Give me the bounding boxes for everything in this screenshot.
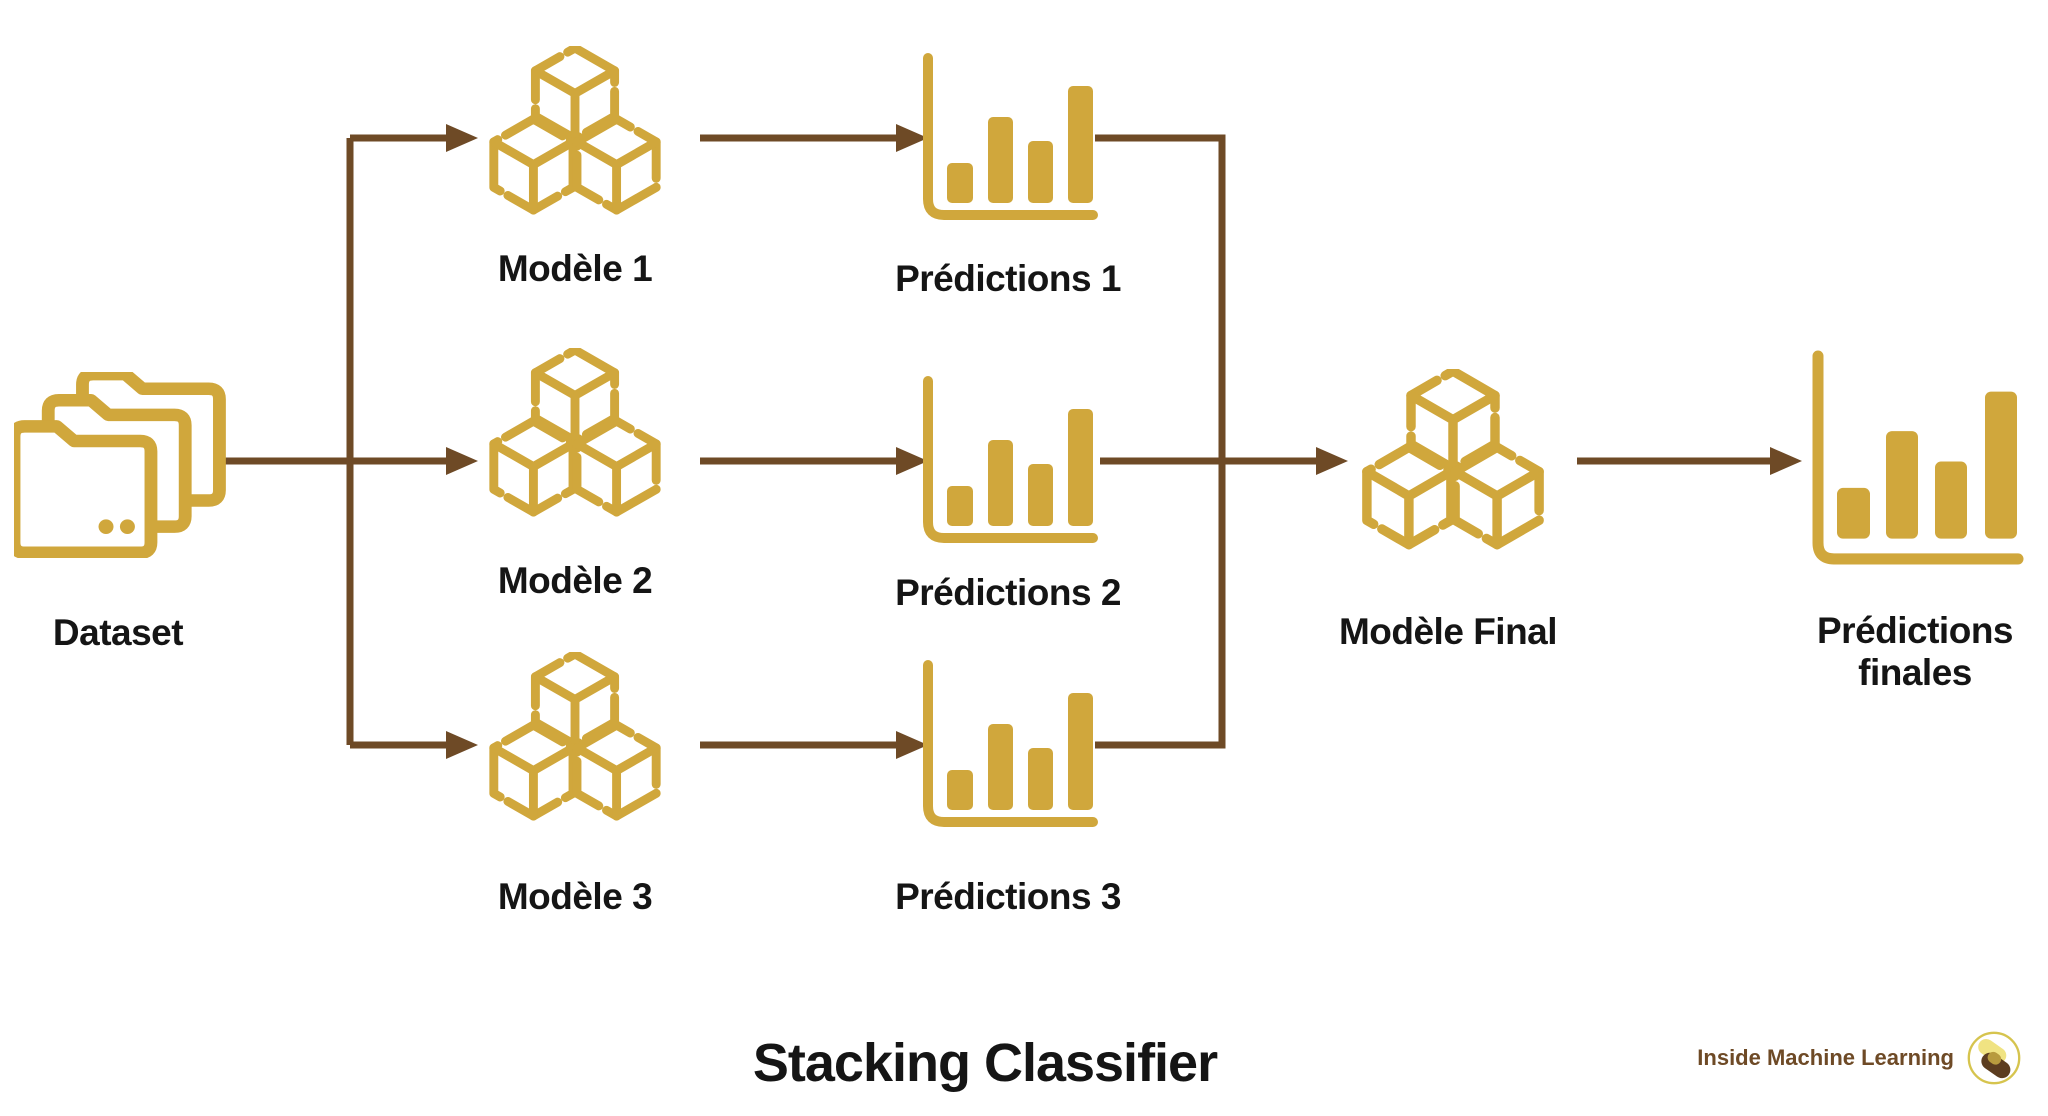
predictions2-label: Prédictions 2 [895, 572, 1121, 613]
arrowhead-pred2 [896, 447, 928, 475]
final-predictions-label: Prédictions finales [1785, 610, 2045, 694]
model1-label: Modèle 1 [497, 248, 653, 289]
final-predictions-label-line1: Prédictions [1817, 610, 2014, 651]
predictions1-label: Prédictions 1 [895, 258, 1121, 299]
final-model-label: Modèle Final [1338, 611, 1558, 652]
arrowhead-model2 [446, 447, 478, 475]
arrowhead-pred3 [896, 731, 928, 759]
two-pills-circle-logo-icon [1966, 1030, 2022, 1086]
diagram-title: Stacking Classifier [752, 1033, 1218, 1093]
model3-label: Modèle 3 [497, 876, 653, 917]
model3-cubes-icon [476, 652, 674, 822]
final-predictions-label-line2: finales [1858, 652, 1972, 693]
model2-label: Modèle 2 [497, 560, 653, 601]
arrowhead-model1 [446, 124, 478, 152]
predictions3-label: Prédictions 3 [895, 876, 1121, 917]
final-model-cubes-icon [1348, 369, 1558, 551]
predictions3-bar-chart-icon [920, 660, 1098, 828]
edge-pred1-to-merge [1095, 134, 1226, 461]
model2-cubes-icon [476, 348, 674, 518]
predictions2-bar-chart-icon [920, 376, 1098, 544]
arrowhead-pred1 [896, 124, 928, 152]
predictions1-bar-chart-icon [920, 53, 1098, 221]
stacked-folders-icon [14, 372, 228, 558]
arrowhead-model3 [446, 731, 478, 759]
model1-cubes-icon [476, 46, 674, 216]
arrowhead-final-model [1316, 447, 1348, 475]
dataset-label: Dataset [52, 612, 184, 653]
brand-block: Inside Machine Learning [1640, 1028, 2022, 1088]
brand-name: Inside Machine Learning [1697, 1045, 1954, 1070]
edge-pred3-to-merge [1095, 461, 1226, 749]
final-predictions-bar-chart-icon [1812, 350, 2024, 565]
arrowhead-final-pred [1770, 447, 1802, 475]
